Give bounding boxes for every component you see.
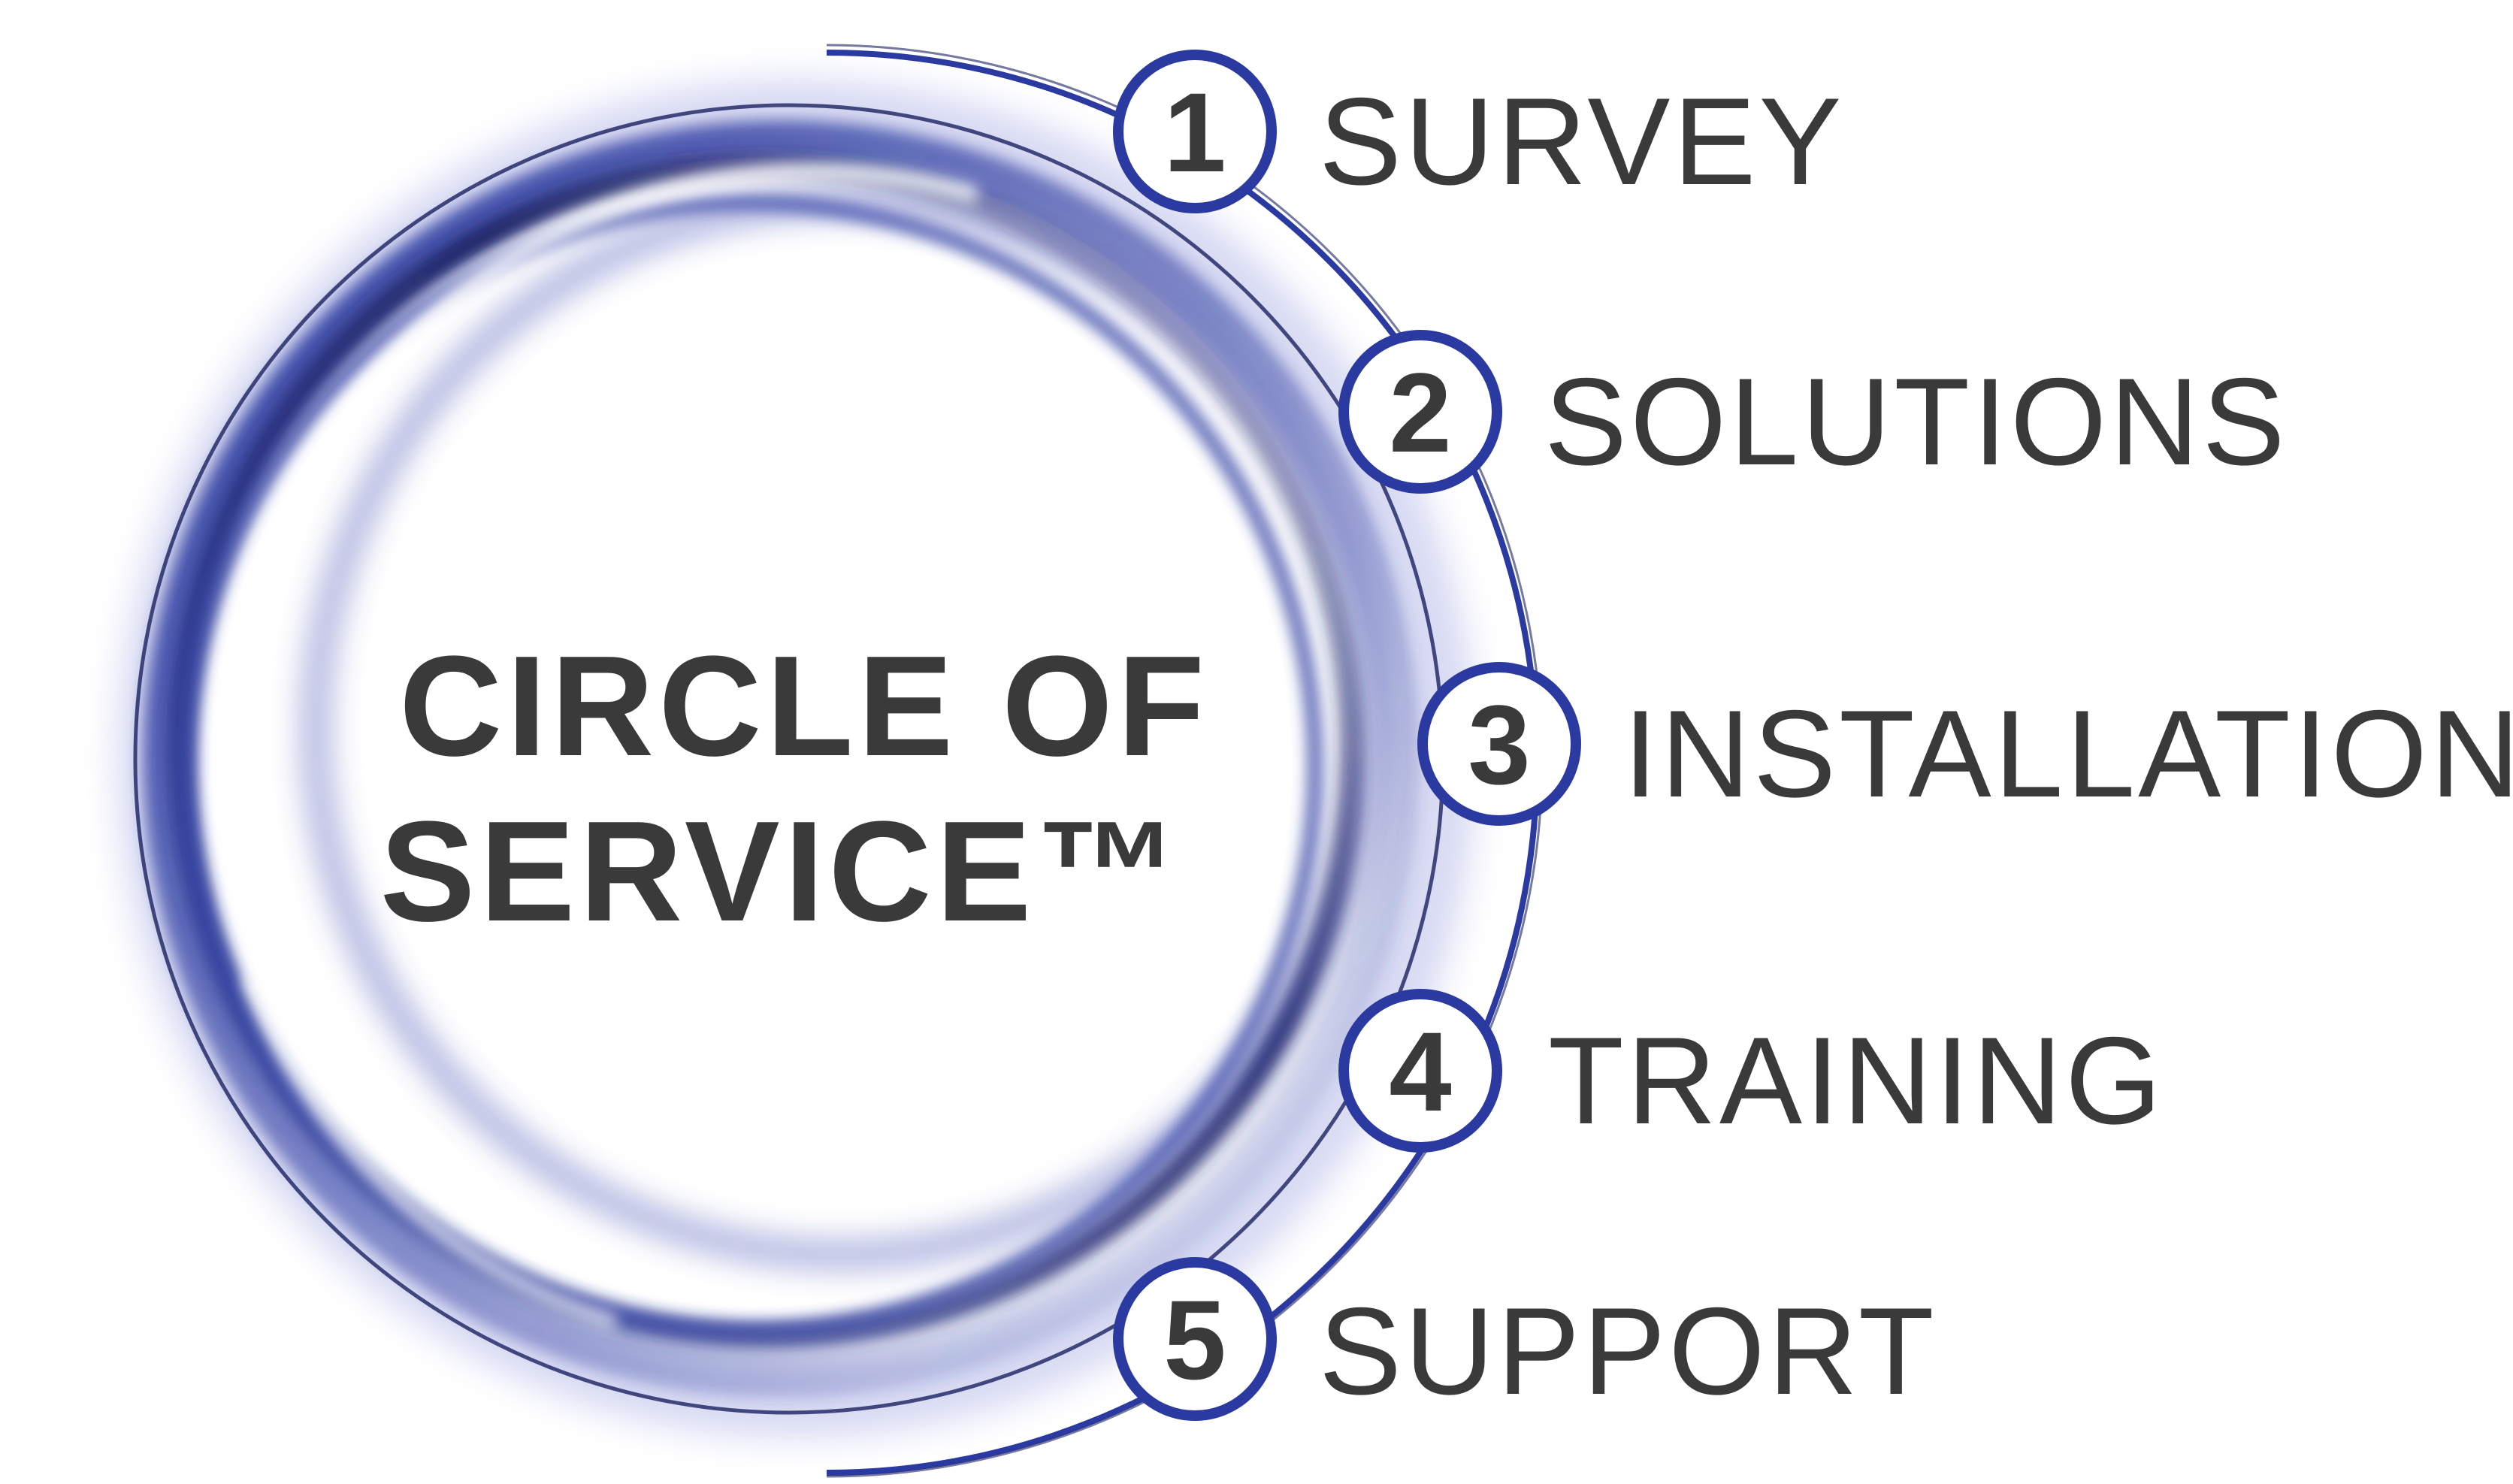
step-number-3: 3 bbox=[1468, 682, 1530, 808]
step-number-4: 4 bbox=[1389, 1008, 1451, 1135]
step-solutions: 2 SOLUTIONS bbox=[1338, 330, 2288, 494]
step-support: 5 SUPPORT bbox=[1113, 1257, 1937, 1421]
step-number-2: 2 bbox=[1389, 349, 1451, 476]
step-label-survey: SURVEY bbox=[1319, 72, 1845, 210]
diagram-title-line-2: SERVICE™ bbox=[380, 792, 1184, 951]
step-survey: 1 SURVEY bbox=[1113, 50, 1845, 213]
step-installation: 3 INSTALLATION bbox=[1417, 662, 2513, 826]
diagram-title-line-1: CIRCLE OF bbox=[399, 627, 1209, 786]
step-label-solutions: SOLUTIONS bbox=[1544, 352, 2288, 491]
step-label-training: TRAINING bbox=[1548, 1011, 2164, 1150]
step-training: 4 TRAINING bbox=[1338, 989, 2164, 1153]
step-label-installation: INSTALLATION bbox=[1623, 685, 2513, 823]
step-number-1: 1 bbox=[1163, 69, 1226, 195]
step-label-support: SUPPORT bbox=[1319, 1282, 1937, 1420]
step-number-5: 5 bbox=[1163, 1277, 1226, 1403]
